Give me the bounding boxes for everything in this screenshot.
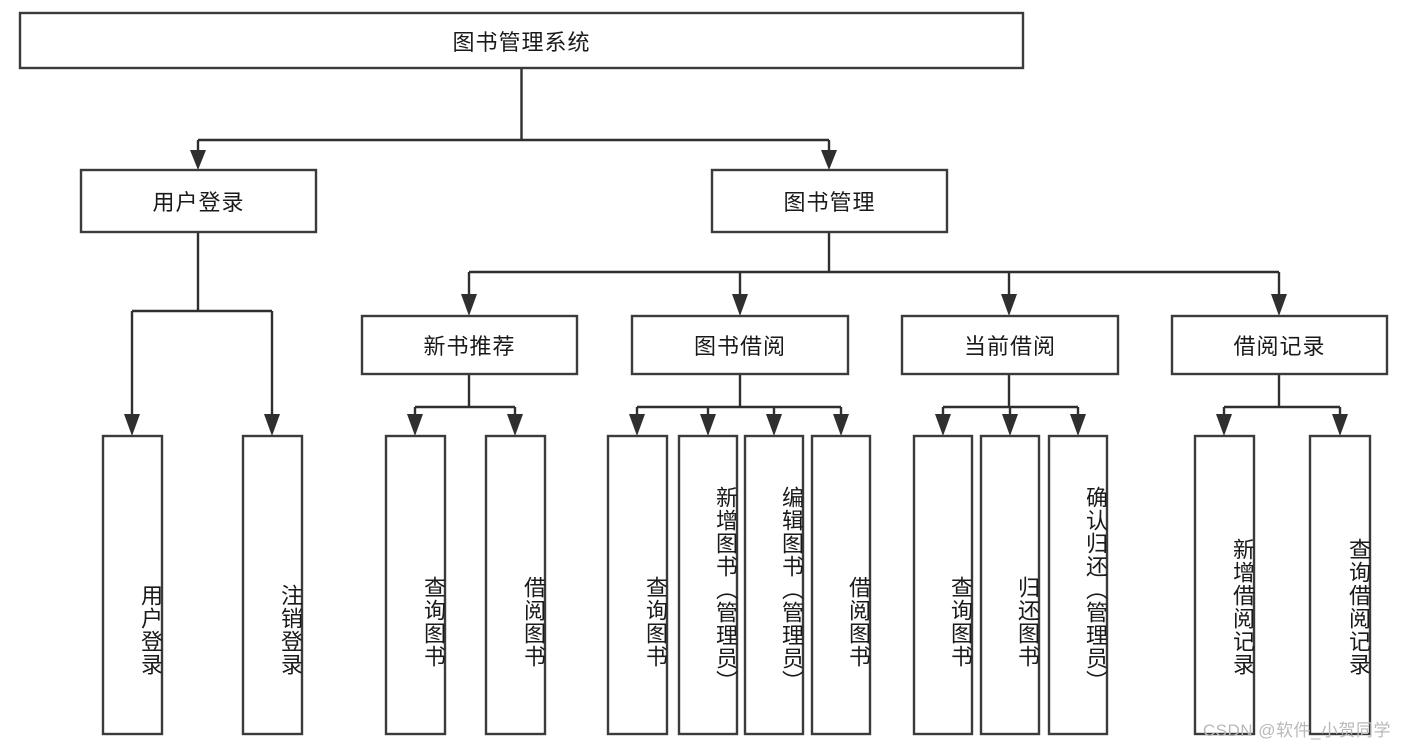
node-box-user-login[interactable] bbox=[79, 168, 318, 234]
arrow-current-borrow bbox=[1001, 294, 1017, 316]
arrow-leaf-logout bbox=[264, 414, 280, 436]
watermark-text: CSDN @软件_小贺同学 bbox=[1202, 721, 1391, 740]
arrow-leaf-query-book-recommend bbox=[407, 414, 423, 436]
node-box-leaf-logout[interactable] bbox=[241, 434, 304, 736]
node-box-leaf-user-login[interactable] bbox=[101, 434, 164, 736]
node-box-leaf-confirm-return-admin[interactable] bbox=[1047, 434, 1109, 736]
arrow-leaf-add-borrow-record bbox=[1216, 414, 1232, 436]
arrow-leaf-return-book bbox=[1002, 414, 1018, 436]
node-box-leaf-borrow-book-recommend[interactable] bbox=[484, 434, 547, 736]
node-box-leaf-edit-book-admin[interactable] bbox=[743, 434, 805, 736]
node-box-book-borrow[interactable] bbox=[630, 314, 850, 376]
node-box-root[interactable] bbox=[18, 11, 1025, 70]
node-box-leaf-add-borrow-record[interactable] bbox=[1193, 434, 1256, 736]
node-box-leaf-query-book-recommend[interactable] bbox=[384, 434, 447, 736]
node-box-borrow-record[interactable] bbox=[1170, 314, 1389, 376]
node-box-leaf-query-book-current[interactable] bbox=[912, 434, 974, 736]
node-box-leaf-add-book-admin[interactable] bbox=[677, 434, 739, 736]
arrow-to-book-management bbox=[821, 150, 837, 170]
arrow-leaf-edit-book-admin bbox=[766, 414, 782, 436]
arrow-leaf-query-borrow-record bbox=[1332, 414, 1348, 436]
arrow-borrow-record bbox=[1271, 294, 1287, 316]
node-box-leaf-borrow-book[interactable] bbox=[810, 434, 872, 736]
arrow-leaf-borrow-book bbox=[833, 414, 849, 436]
arrow-to-user-login bbox=[190, 150, 206, 170]
node-box-current-borrow[interactable] bbox=[900, 314, 1120, 376]
arrow-book-borrow bbox=[732, 294, 748, 316]
node-box-leaf-query-book-borrow[interactable] bbox=[606, 434, 669, 736]
arrow-leaf-add-book-admin bbox=[700, 414, 716, 436]
arrow-leaf-query-book-current bbox=[935, 414, 951, 436]
arrow-leaf-borrow-book-recommend bbox=[507, 414, 523, 436]
connector-layer bbox=[124, 68, 1348, 436]
arrow-new-book-recommend bbox=[461, 294, 477, 316]
node-box-layer bbox=[18, 11, 1389, 736]
arrow-leaf-query-book-borrow bbox=[629, 414, 645, 436]
arrow-leaf-user-login bbox=[124, 414, 140, 436]
node-box-new-book-recommend[interactable] bbox=[360, 314, 579, 376]
node-box-book-management[interactable] bbox=[710, 168, 949, 234]
arrow-leaf-confirm-return-admin bbox=[1070, 414, 1086, 436]
node-box-leaf-query-borrow-record[interactable] bbox=[1308, 434, 1372, 736]
node-box-leaf-return-book[interactable] bbox=[979, 434, 1041, 736]
